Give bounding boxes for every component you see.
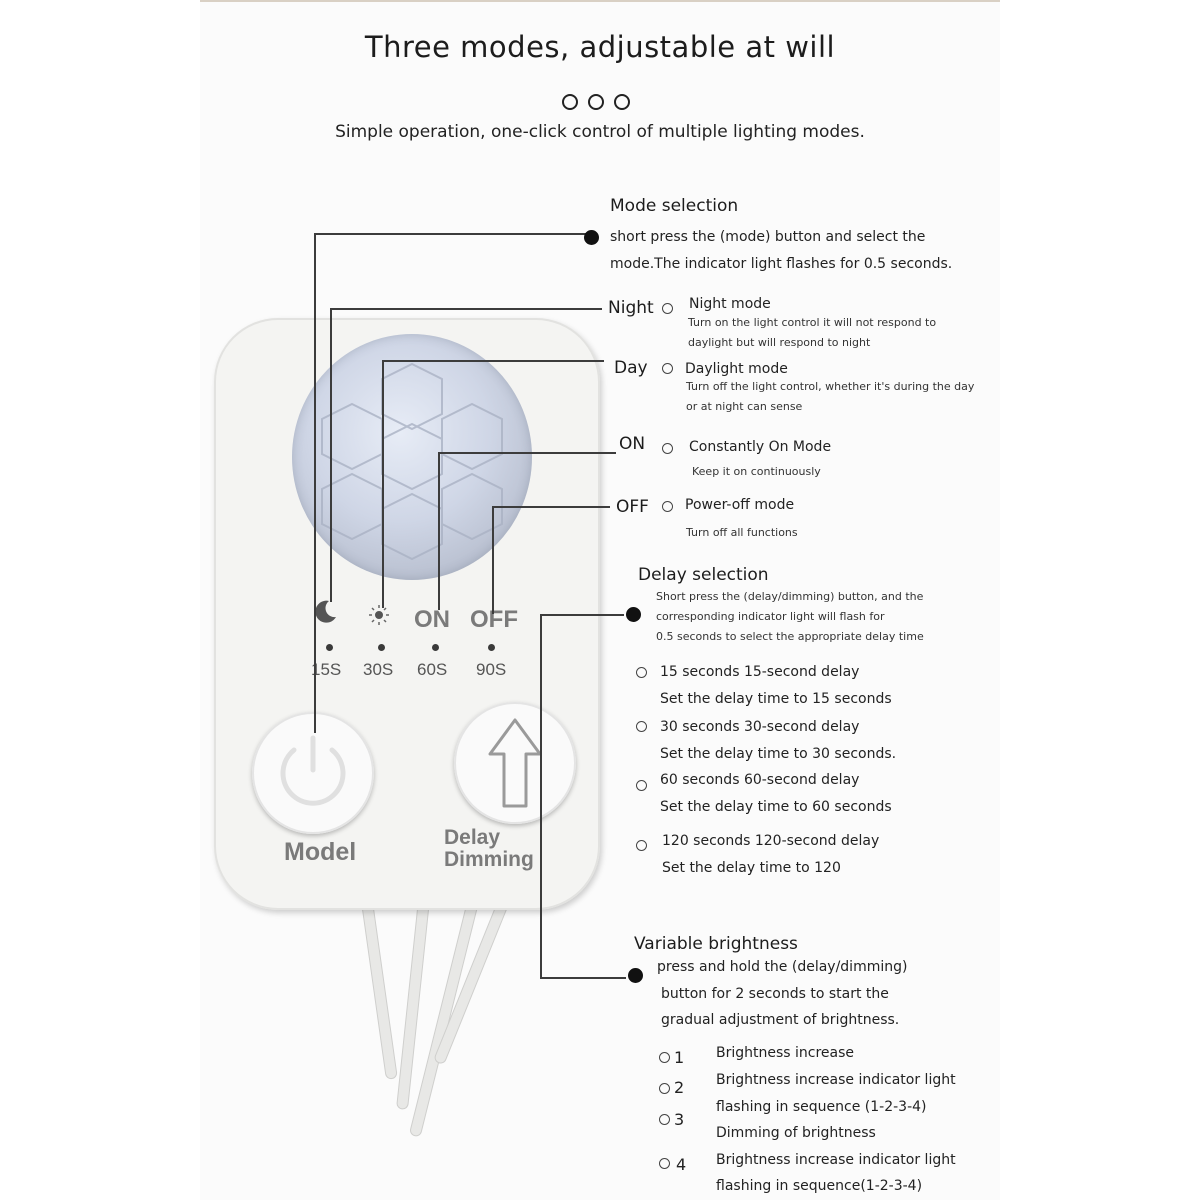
brightness-desc: button for 2 seconds to start the bbox=[661, 986, 889, 1002]
radio-circle bbox=[636, 721, 647, 732]
delay-label-60s: 60S bbox=[417, 660, 448, 679]
sun-icon bbox=[368, 604, 390, 630]
delay-selection-desc: corresponding indicator light will flash… bbox=[656, 610, 885, 623]
delay-30-desc: Set the delay time to 30 seconds. bbox=[660, 746, 897, 762]
day-label: Day bbox=[614, 358, 648, 378]
delay-30-title: 30 seconds 30-second delay bbox=[660, 719, 860, 735]
delay-dimming-button[interactable] bbox=[454, 702, 576, 824]
brightness-desc: press and hold the (delay/dimming) bbox=[657, 959, 908, 975]
radio-circle bbox=[659, 1158, 670, 1169]
radio-circle bbox=[636, 780, 647, 791]
brightness-step-number: 4 bbox=[676, 1155, 687, 1174]
leader-line-on bbox=[438, 452, 440, 610]
daylight-mode-desc: or at night can sense bbox=[686, 400, 803, 413]
indicator-led bbox=[432, 644, 439, 651]
pir-lens bbox=[292, 334, 532, 580]
power-off-desc: Turn off all functions bbox=[686, 526, 798, 539]
brightness-step-text: Brightness increase indicator light bbox=[716, 1072, 956, 1088]
mode-selection-desc: short press the (mode) button and select… bbox=[610, 229, 926, 245]
delay-120-desc: Set the delay time to 120 bbox=[662, 860, 841, 876]
delay-120-title: 120 seconds 120-second delay bbox=[662, 833, 880, 849]
radio-circle bbox=[636, 840, 647, 851]
decorative-circles bbox=[562, 94, 630, 110]
night-mode-desc: daylight but will respond to night bbox=[688, 336, 871, 349]
indicator-led bbox=[326, 644, 333, 651]
variable-brightness-heading: Variable brightness bbox=[634, 934, 798, 954]
brightness-step-number: 1 bbox=[674, 1048, 685, 1067]
lens-facets bbox=[321, 362, 503, 561]
delay-15-desc: Set the delay time to 15 seconds bbox=[660, 691, 892, 707]
leader-line-brightness bbox=[540, 977, 626, 979]
mode-selection-desc: mode.The indicator light flashes for 0.5… bbox=[610, 256, 953, 272]
delay-selection-desc: 0.5 seconds to select the appropriate de… bbox=[656, 630, 924, 643]
top-rule bbox=[200, 0, 1000, 2]
brightness-step-number: 2 bbox=[674, 1078, 685, 1097]
radio-circle bbox=[659, 1083, 670, 1094]
leader-line-day bbox=[382, 360, 384, 608]
delay-60-desc: Set the delay time to 60 seconds bbox=[660, 799, 892, 815]
on-label: ON bbox=[619, 434, 646, 454]
model-button-label: Model bbox=[284, 838, 357, 866]
daylight-mode-desc: Turn off the light control, whether it's… bbox=[686, 380, 975, 393]
delay-selection-heading: Delay selection bbox=[638, 565, 769, 585]
leader-line-day bbox=[382, 360, 604, 362]
page-title: Three modes, adjustable at will bbox=[364, 30, 836, 64]
model-button[interactable] bbox=[252, 712, 374, 834]
leader-line-mode bbox=[314, 233, 588, 235]
bullet-dot bbox=[584, 230, 599, 245]
device-on-label: ON bbox=[414, 606, 450, 633]
brightness-step-text: flashing in sequence(1-2-3-4) bbox=[716, 1178, 923, 1194]
night-mode-title: Night mode bbox=[689, 296, 771, 312]
leader-line-delay bbox=[540, 614, 542, 978]
leader-line-on bbox=[438, 452, 616, 454]
bullet-dot bbox=[626, 607, 641, 622]
brightness-step-text: flashing in sequence (1-2-3-4) bbox=[716, 1099, 927, 1115]
radio-circle bbox=[662, 363, 673, 374]
mode-selection-heading: Mode selection bbox=[610, 196, 739, 216]
leader-line-mode bbox=[314, 233, 316, 733]
brightness-step-text: Brightness increase bbox=[716, 1045, 855, 1061]
radio-circle bbox=[636, 667, 647, 678]
device-off-label: OFF bbox=[470, 606, 518, 633]
off-label: OFF bbox=[616, 497, 649, 517]
night-label: Night bbox=[608, 298, 654, 318]
dimming-button-label: Dimming bbox=[444, 848, 534, 871]
leader-line-off bbox=[492, 506, 610, 508]
leader-line-delay bbox=[540, 614, 624, 616]
delay-label-30s: 30S bbox=[363, 660, 394, 679]
radio-circle bbox=[659, 1114, 670, 1125]
daylight-mode-title: Daylight mode bbox=[685, 361, 788, 377]
radio-circle bbox=[662, 443, 673, 454]
leader-line-off bbox=[492, 506, 494, 614]
delay-button-label: Delay bbox=[444, 826, 501, 849]
night-mode-desc: Turn on the light control it will not re… bbox=[688, 316, 937, 329]
moon-icon bbox=[312, 598, 338, 628]
brightness-step-text: Brightness increase indicator light bbox=[716, 1152, 956, 1168]
constantly-on-title: Constantly On Mode bbox=[689, 439, 832, 455]
brightness-desc: gradual adjustment of brightness. bbox=[661, 1012, 900, 1028]
delay-60-title: 60 seconds 60-second delay bbox=[660, 772, 860, 788]
leader-line-night bbox=[330, 308, 332, 602]
power-icon bbox=[280, 735, 346, 806]
radio-circle bbox=[662, 303, 673, 314]
delay-label-15s: 15S bbox=[311, 660, 342, 679]
delay-selection-desc: Short press the (delay/dimming) button, … bbox=[656, 590, 924, 603]
delay-15-title: 15 seconds 15-second delay bbox=[660, 664, 860, 680]
brightness-step-number: 3 bbox=[674, 1110, 685, 1129]
radio-circle bbox=[659, 1052, 670, 1063]
indicator-led bbox=[488, 644, 495, 651]
page-subtitle: Simple operation, one-click control of m… bbox=[335, 122, 865, 142]
up-arrow-icon bbox=[488, 718, 542, 808]
indicator-led bbox=[378, 644, 385, 651]
bullet-dot bbox=[628, 968, 643, 983]
radio-circle bbox=[662, 501, 673, 512]
constantly-on-desc: Keep it on continuously bbox=[692, 465, 821, 478]
power-off-title: Power-off mode bbox=[685, 497, 795, 513]
leader-line-night bbox=[330, 308, 602, 310]
brightness-step-text: Dimming of brightness bbox=[716, 1125, 876, 1141]
delay-label-90s: 90S bbox=[476, 660, 507, 679]
